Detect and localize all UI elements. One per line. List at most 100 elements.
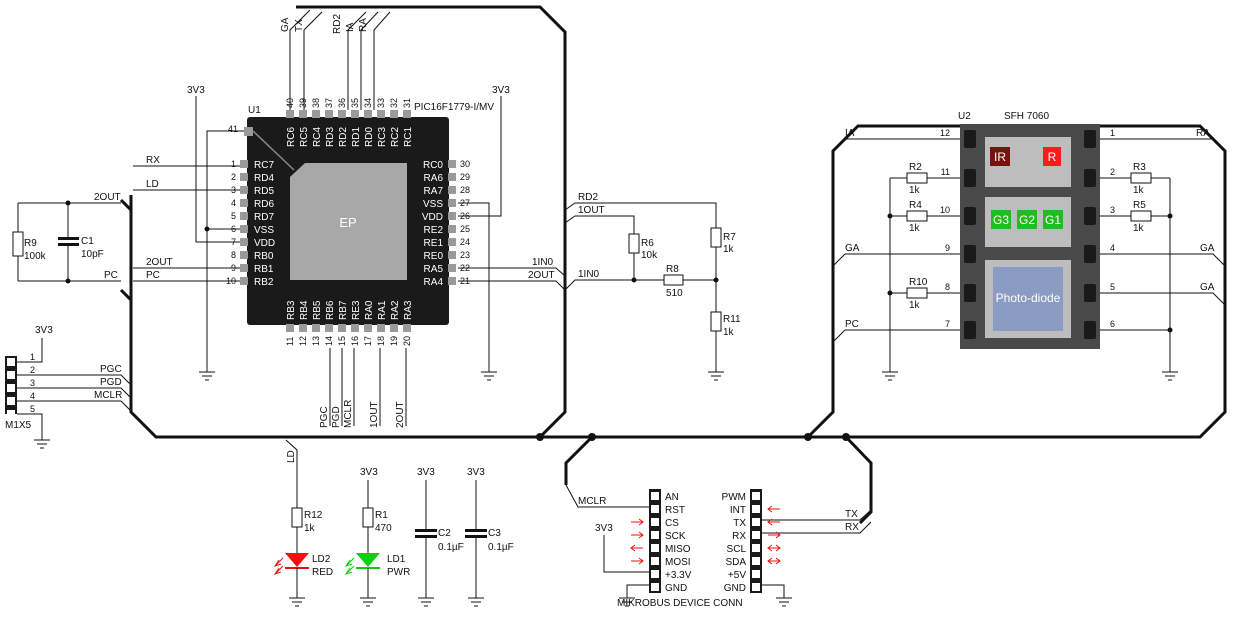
net-2out-u1-right: 2OUT [528, 270, 555, 281]
u1-ep-ground [199, 371, 215, 381]
net-ld-u1: LD [146, 179, 159, 190]
u2-pin-pad-right [1084, 245, 1096, 263]
r5-val: 1k [1133, 223, 1145, 234]
mikrobus-pin-label-left: MOSI [665, 557, 691, 568]
v3-label-c2: 3V3 [417, 467, 435, 478]
u2-pin-num-left: 8 [945, 282, 950, 292]
c2-branch: 3V3 C2 0.1µF [415, 467, 464, 607]
u1-pin-name-left: RC7 [254, 160, 274, 171]
net-mclr-bottom: MCLR [343, 400, 354, 428]
u1-pin-pad-top [299, 110, 307, 118]
u2-pin-pad-right [1084, 130, 1096, 148]
net-1in0-amp: 1IN0 [578, 269, 600, 280]
u2-pin-pad-left [964, 130, 976, 148]
v3-label-c3: 3V3 [467, 467, 485, 478]
u1-pin-pad-bottom [403, 324, 411, 332]
u1-pin-name-bottom: RB4 [299, 300, 310, 320]
u1-pin-pad-left [240, 173, 248, 181]
u1-pin-pad-bottom [325, 324, 333, 332]
u1-pin-name-bottom: RA1 [377, 300, 388, 320]
header-pin-num: 1 [30, 352, 35, 362]
mikrobus-pin-label-left: RST [665, 505, 685, 516]
u1-pin-pad-bottom [377, 324, 385, 332]
mikrobus-pin-pad-right [752, 544, 760, 552]
u1-pin-num-bottom: 19 [389, 336, 399, 346]
u1-pin-name-top: RC3 [377, 127, 388, 147]
m1x5-ref: M1X5 [5, 420, 32, 431]
mikrobus-pin-label-left: AN [665, 492, 679, 503]
mikrobus-pin-label-right: SDA [725, 557, 746, 568]
u1-pin-name-left: RB1 [254, 264, 274, 275]
u1-pin-pad-left [240, 160, 248, 168]
u1-pin-name-bottom: RB3 [286, 300, 297, 320]
net-ia-u2: IA [845, 128, 855, 139]
net-ra-top: RA [358, 18, 369, 32]
mikrobus-pin-pad-right [752, 531, 760, 539]
u1-pin-num-top: 34 [363, 98, 373, 108]
mikrobus-pin-pad-left [651, 518, 659, 526]
u2-pin-num-right: 3 [1110, 205, 1115, 215]
ld1-val: PWR [387, 567, 410, 578]
header-pin-num: 4 [30, 391, 35, 401]
ld2-ref: LD2 [312, 554, 331, 565]
u1-bottom-nets: PGC PGD MCLR 1OUT 2OUT [319, 348, 407, 428]
u1-pin-pad-left [240, 264, 248, 272]
u1-pin-name-right: VSS [423, 199, 443, 210]
u1-pin-name-left: RD5 [254, 186, 274, 197]
u1-pin-name-bottom: RA0 [364, 300, 375, 320]
r6-ref: R6 [641, 238, 654, 249]
mikrobus-pin-label-right: GND [724, 583, 746, 594]
u1-pin-num-bottom: 15 [337, 336, 347, 346]
r7-body [710, 227, 722, 248]
u1-pin-num-top: 32 [389, 98, 399, 108]
v3-label-u1-right: 3V3 [492, 85, 510, 96]
ld2-val: RED [312, 567, 333, 578]
u1-pin-pad-right [448, 264, 456, 272]
u1-pin-num-top: 31 [402, 98, 412, 108]
u1-pin-name-bottom: RE3 [351, 300, 362, 320]
r8-ref: R8 [666, 264, 679, 275]
net-ld-bottom: LD [286, 450, 297, 463]
u1-pin-pad-right [448, 225, 456, 233]
r1-val: 470 [375, 523, 392, 534]
u1-pin-name-right: RA5 [424, 264, 444, 275]
u1-pin-name-top: RD3 [325, 127, 336, 147]
net-ga-u2-right2: GA [1200, 282, 1215, 293]
u1-pin-pad-left [240, 199, 248, 207]
u2-ir-led [990, 147, 1010, 166]
c1-plate-bottom [58, 243, 79, 246]
u2-pin-pad-left [964, 321, 976, 339]
header-pin-num: 5 [30, 404, 35, 414]
u1-pin-num-right: 30 [460, 159, 470, 169]
r12-val: 1k [304, 523, 316, 534]
u1-pin-pad-right [448, 238, 456, 246]
u1-pin-pad-right [448, 160, 456, 168]
mikrobus-pin-pad-right [752, 557, 760, 565]
u1-pin-name-right: RE0 [424, 251, 444, 262]
u1-pin-num-bottom: 13 [311, 336, 321, 346]
mikrobus-pin-pad-left [651, 583, 659, 591]
u1-pin-name-left: VSS [254, 225, 274, 236]
mikrobus-pin-label-right: SCL [727, 544, 747, 555]
u1-pin-num-left: 8 [231, 250, 236, 260]
u1-pin-pad-left [240, 225, 248, 233]
r11-ref: R11 [723, 314, 741, 325]
u1-pin-name-bottom: RB5 [312, 300, 323, 320]
u1-pin-pad-right [448, 199, 456, 207]
u1-pin-name-top: RD0 [364, 127, 375, 147]
u1-pin-pad-top [351, 110, 359, 118]
mikrobus-pin-pad-right [752, 583, 760, 591]
u1-pin-pad-right [448, 251, 456, 259]
net-ia-top: IA [345, 22, 356, 32]
r9-body [12, 231, 24, 257]
r1-body [362, 507, 374, 528]
u1-pin-pad-top [286, 110, 294, 118]
u2-pin-num-left: 11 [941, 167, 950, 177]
u2-g2 [1017, 210, 1037, 229]
mikrobus-pin-label-right: +5V [728, 570, 746, 581]
u1-pin-name-right: VDD [422, 212, 443, 223]
u2-chip: IR R G3 G2 G1 Photo-diode U2 SFH 7060 [958, 111, 1100, 349]
header-pin-num: 2 [30, 365, 35, 375]
u1-pin-pad-bottom [364, 324, 372, 332]
